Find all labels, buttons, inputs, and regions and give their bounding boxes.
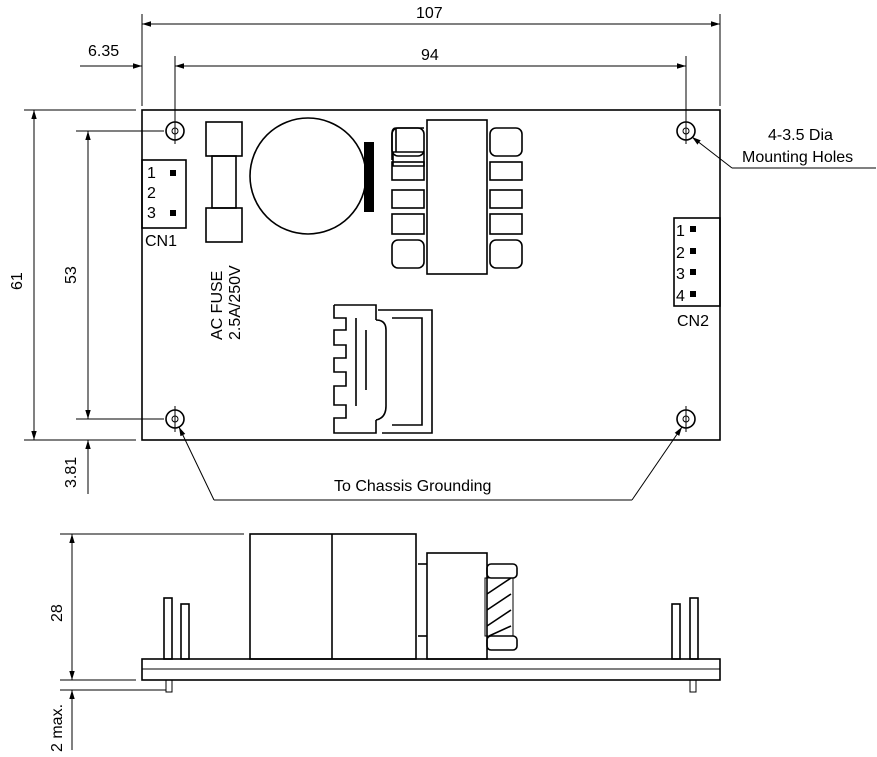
mounting-holes-callout: 4-3.5 Dia Mounting Holes [691,127,876,169]
fuse-label-line2: 2.5A/250V [227,265,244,340]
dimension-61-label: 61 [9,272,26,290]
side-right-bracket [671,597,699,693]
dimension-94-label: 94 [421,47,439,64]
capacitor [249,117,374,235]
cn2-label: CN2 [677,313,709,330]
mounting-hole-top-right [676,118,696,144]
mounting-hole-bottom-left [165,406,185,432]
top-view: 1 2 3 CN1 AC FUSE 2.5A/250V [9,5,876,501]
mounting-holes-label-line2: Mounting Holes [742,149,853,166]
cn2-connector: 1 2 3 4 [673,217,721,307]
dimension-107-label: 107 [416,5,443,22]
dimension-pin-protrusion: 2 max. [49,689,166,752]
cn1-label: CN1 [145,233,177,250]
fuse-label-line1: AC FUSE [209,271,226,340]
dimension-height: 28 [49,533,244,681]
cn2-pin-1: 1 [676,223,685,240]
heatsink [333,304,433,434]
dimension-2-max-label: 2 max. [49,704,66,752]
dimension-hole-spacing-width: 53 [63,130,164,420]
side-view: 28 2 max. [49,533,721,752]
side-capacitor [249,533,417,660]
dimension-hole-offset-x: 6.35 [80,43,200,69]
cn2-pin-2: 2 [676,245,685,262]
cn1-connector: 1 2 3 [141,159,187,229]
mounting-holes-label-line1: 4-3.5 Dia [768,127,833,144]
side-left-bracket [163,597,190,693]
mounting-hole-top-left [165,118,185,144]
dimension-3-81-label: 3.81 [63,457,80,488]
cn1-pin-1: 1 [147,165,156,182]
dimension-overall-width: 61 [9,109,136,441]
dimension-28-label: 28 [49,604,66,622]
cn1-pin-3: 3 [147,205,156,222]
dimension-overall-length: 107 [141,5,721,106]
dimension-6-35-label: 6.35 [88,43,119,60]
fuse [205,121,243,243]
transformer [391,119,523,275]
chassis-grounding-label: To Chassis Grounding [334,478,491,495]
cn2-pin-4: 4 [676,288,685,305]
dimension-53-label: 53 [63,266,80,284]
chassis-grounding-callout: To Chassis Grounding [178,426,683,501]
mounting-hole-bottom-right [676,406,696,432]
cn2-pin-3: 3 [676,266,685,283]
dimension-hole-offset-y: 3.81 [63,440,91,494]
dimension-hole-spacing-length: 94 [174,47,687,120]
cn1-pin-2: 2 [147,185,156,202]
side-transformer [418,552,518,660]
